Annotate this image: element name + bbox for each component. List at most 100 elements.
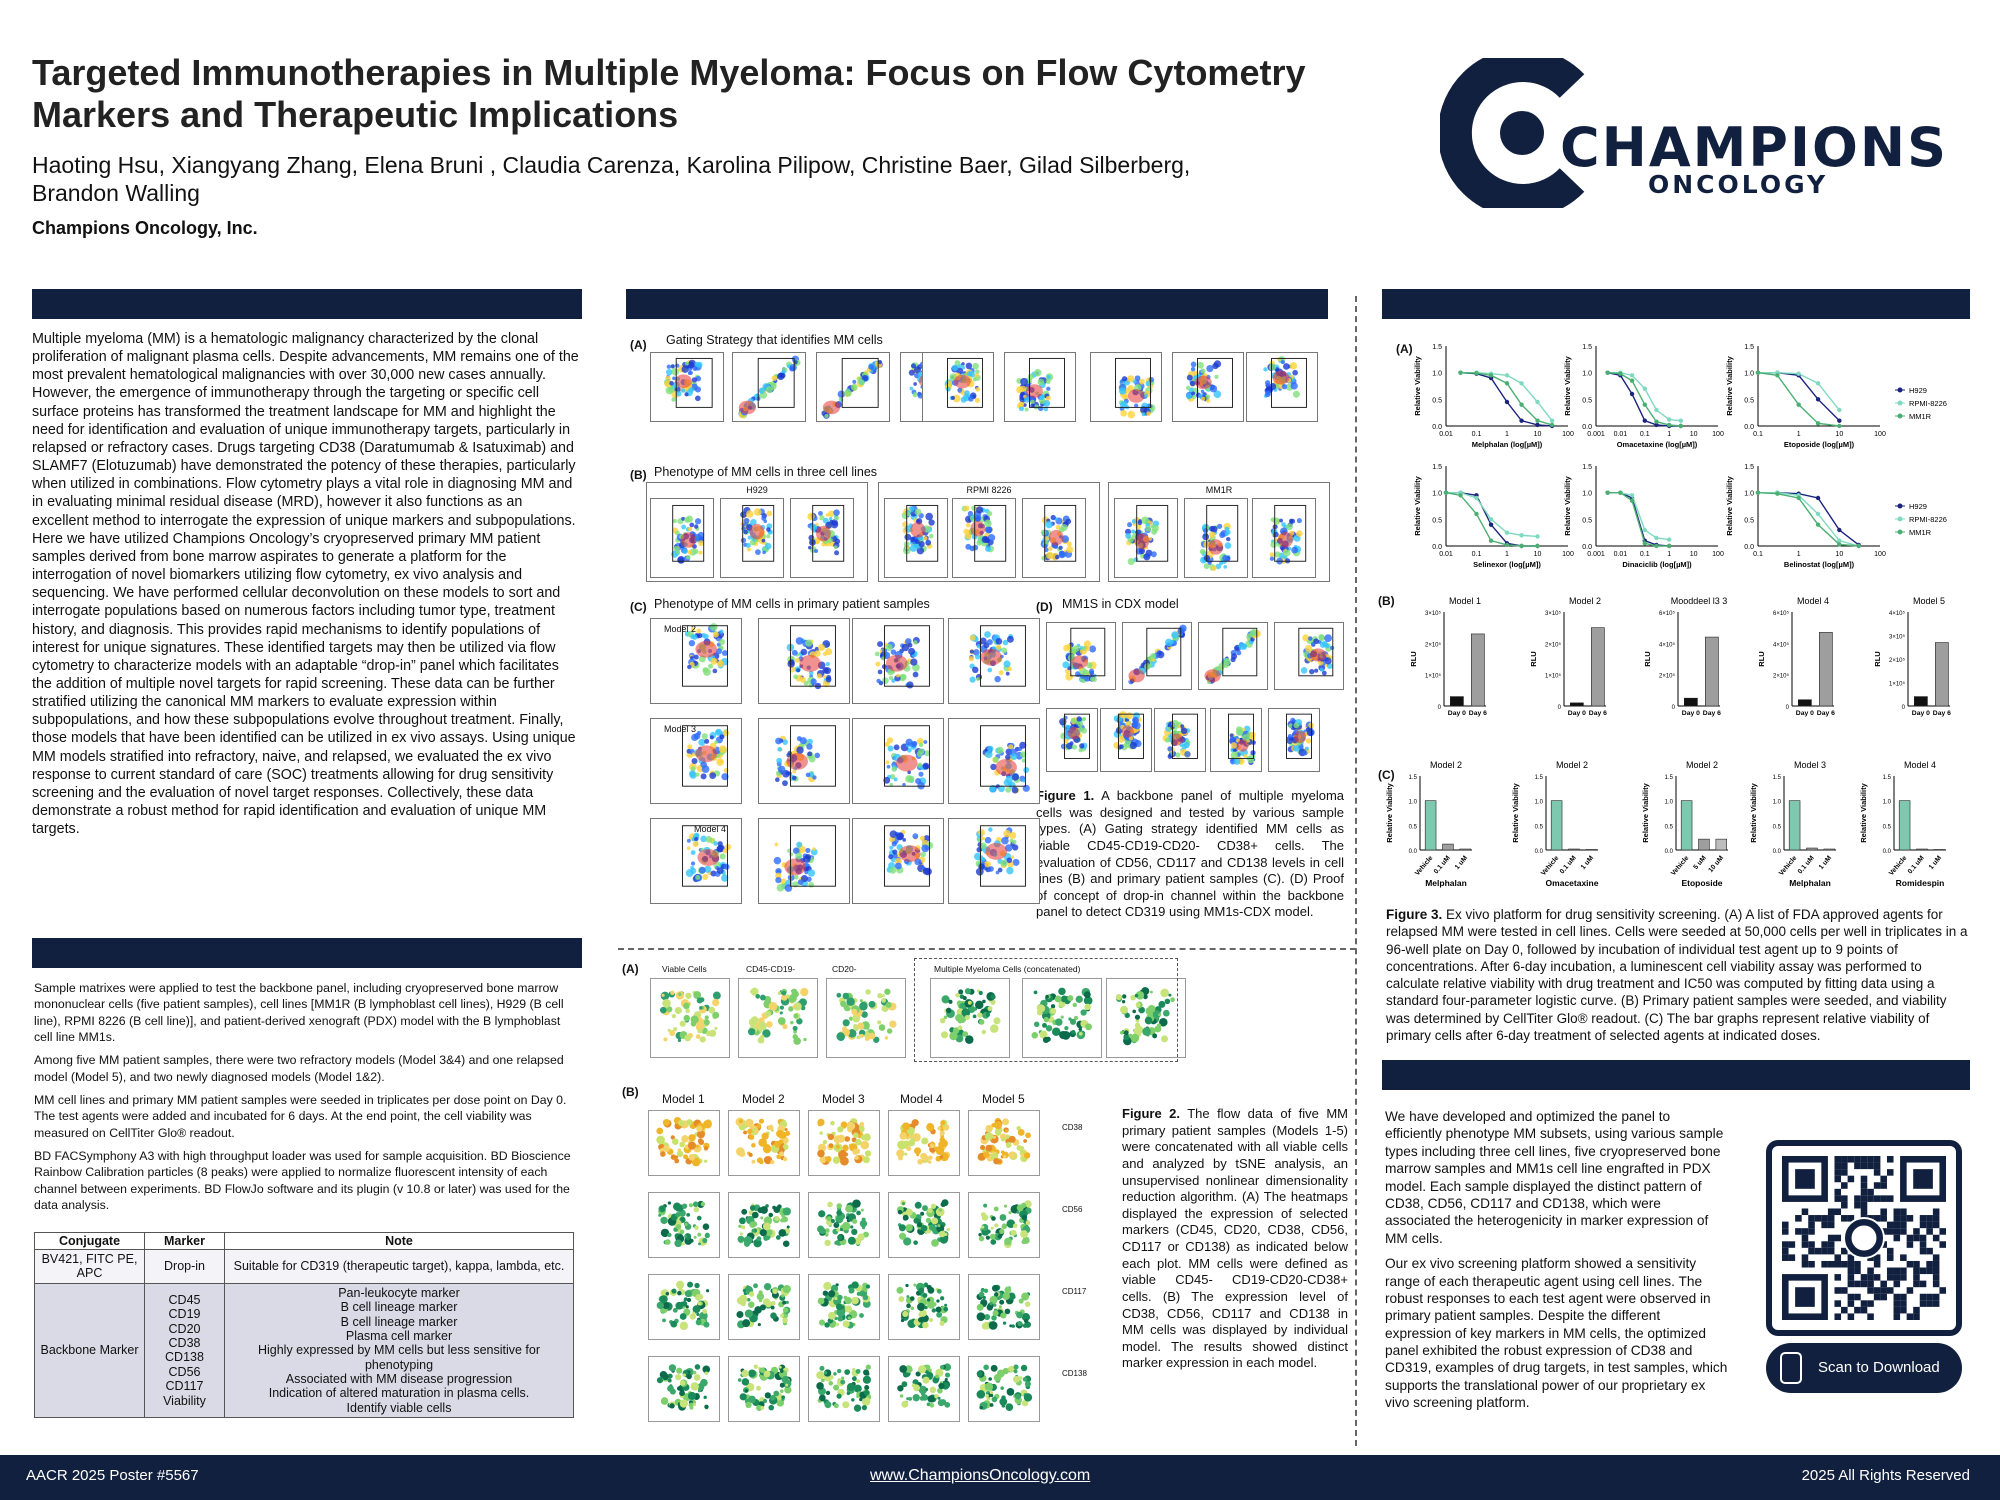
flow-event-dot: [1167, 746, 1173, 752]
flow-event-dot: [1250, 637, 1255, 642]
tsne-cell-dot: [1018, 1298, 1024, 1304]
x-tick-label: 100: [1874, 551, 1886, 558]
marker-note: Associated with MM disease progression: [285, 1372, 513, 1386]
tsne-cell-dot: [1025, 1220, 1031, 1226]
tsne-cell-dot: [840, 1379, 846, 1385]
tsne-cell-dot: [779, 1011, 783, 1015]
fig2-a-title: CD20-: [832, 964, 857, 974]
website-link[interactable]: www.ChampionsOncology.com: [870, 1467, 1091, 1484]
tsne-cell-dot: [827, 1133, 835, 1141]
tsne-cell-dot: [961, 1008, 971, 1018]
qr-module: [1906, 1241, 1914, 1248]
flow-event-dot: [885, 643, 893, 652]
tsne-cell-dot: [986, 1304, 994, 1311]
flow-event-dot: [1011, 773, 1020, 781]
qr-module: [1906, 1215, 1914, 1222]
tsne-cell-dot: [929, 1143, 935, 1149]
flow-event-dot: [1119, 744, 1124, 750]
tsne-cell-dot: [911, 1129, 915, 1133]
tsne-cell-dot: [1135, 1018, 1140, 1023]
tsne-cell-dot: [656, 1377, 664, 1384]
flow-event-dot: [889, 845, 894, 850]
legend-entry: RPMI-8226: [1909, 515, 1947, 524]
flow-event-dot: [1329, 645, 1335, 650]
y-tick-label: 0: [1558, 705, 1562, 711]
y-tick-label: 1.5: [1744, 344, 1754, 351]
flow-event-dot: [912, 740, 918, 747]
tsne-cell-dot: [937, 1396, 941, 1400]
qr-module: [1860, 1162, 1868, 1170]
tsne-cell-dot: [692, 1305, 701, 1314]
density-hotspot: [953, 374, 971, 389]
tsne-cell-dot: [700, 1201, 706, 1207]
qr-module: [1893, 1208, 1901, 1216]
qr-module: [1893, 1215, 1901, 1222]
flow-event-dot: [777, 746, 783, 752]
tsne-cell-dot: [677, 1038, 682, 1043]
flow-event-dot: [967, 510, 974, 517]
tsne-cell-dot: [659, 1205, 666, 1212]
tsne-cell-dot: [939, 1320, 945, 1326]
flow-event-dot: [923, 740, 928, 744]
qr-module: [1893, 1280, 1901, 1288]
tsne-cell-dot: [688, 1403, 692, 1407]
tsne-cell-dot: [862, 1375, 872, 1384]
tsne-svg: [656, 1364, 711, 1411]
marker-name: CD20: [168, 1321, 201, 1336]
tsne-cell-dot: [853, 1132, 859, 1138]
tsne-cell-dot: [785, 1383, 789, 1387]
qr-module: [1880, 1287, 1887, 1294]
tsne-cell-dot: [881, 994, 885, 998]
qr-module: [1867, 1274, 1874, 1281]
tsne-cell-dot: [743, 1236, 753, 1245]
flow-event-dot: [1197, 361, 1204, 369]
tsne-cell-dot: [656, 1127, 664, 1135]
tsne-cell-dot: [837, 1316, 843, 1322]
flow-event-dot: [998, 670, 1004, 676]
y-tick-label: 1.0: [1744, 371, 1754, 378]
figure-2-caption-text: The flow data of five MM primary patient…: [1122, 1106, 1348, 1371]
flow-density-plot: [758, 718, 850, 804]
qr-module: [1827, 1260, 1835, 1268]
tsne-cell-dot: [736, 1310, 744, 1319]
series-line: [1607, 371, 1681, 422]
fig2-a-title: Viable Cells: [662, 964, 707, 974]
tsne-cell-dot: [696, 1215, 702, 1221]
qr-code[interactable]: [1766, 1140, 1962, 1336]
tsne-cell-dot: [1005, 1403, 1014, 1411]
tsne-cell-dot: [997, 1234, 1003, 1239]
tsne-cell-dot: [753, 1238, 762, 1248]
tsne-cell-dot: [958, 989, 964, 995]
flow-event-dot: [1305, 644, 1313, 653]
tsne-cell-dot: [670, 1154, 677, 1160]
tsne-cell-dot: [670, 1320, 678, 1328]
qr-module: [1847, 1280, 1855, 1288]
tsne-cell-dot: [679, 1390, 685, 1397]
qr-module: [1913, 1260, 1920, 1268]
tsne-cell-dot: [945, 1007, 952, 1014]
flow-event-dot: [1139, 378, 1145, 385]
tsne-cell-dot: [662, 1318, 666, 1323]
tsne-cell-dot: [763, 1282, 772, 1291]
tsne-cell-dot: [977, 1012, 983, 1018]
flow-event-dot: [915, 778, 922, 785]
conclusion-paragraph-1: We have developed and optimized the pane…: [1385, 1109, 1724, 1246]
flow-event-dot: [704, 738, 710, 744]
tsne-cell-dot: [758, 1021, 767, 1031]
flow-event-dot: [1020, 377, 1028, 386]
legend-entry: H929: [1909, 502, 1927, 511]
x-axis-label: Omacetaxine (log[µM]): [1617, 440, 1698, 449]
flow-event-dot: [1324, 634, 1332, 643]
tsne-cell-dot: [852, 1199, 861, 1208]
scan-to-download-button[interactable]: Scan to Download: [1766, 1343, 1962, 1393]
flow-event-dot: [975, 506, 984, 514]
flow-event-dot: [1005, 786, 1011, 793]
flow-event-dot: [838, 397, 843, 402]
qr-module: [1919, 1215, 1927, 1222]
qr-module: [1841, 1195, 1848, 1202]
y-tick-label: 0.5: [1535, 824, 1544, 830]
tsne-cell-dot: [943, 1306, 949, 1312]
flow-event-dot: [771, 375, 778, 382]
flow-event-dot: [975, 867, 984, 876]
data-point: [1667, 537, 1672, 542]
